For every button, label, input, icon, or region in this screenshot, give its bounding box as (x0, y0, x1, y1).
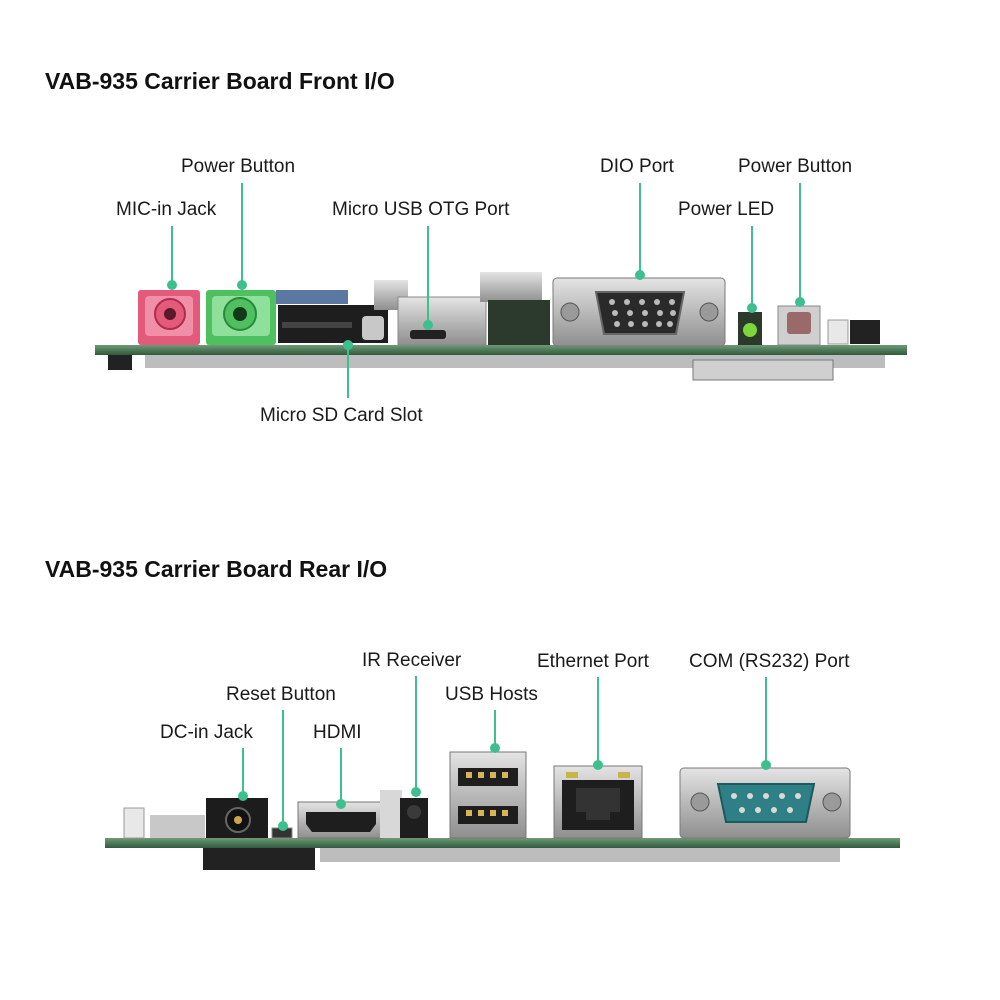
front-label-power-button-left: Power Button (181, 156, 296, 177)
mic-jack (138, 290, 200, 345)
rear-callout-lines (238, 676, 771, 831)
micro-usb-otg-port (374, 280, 487, 346)
rear-label-ethernet: Ethernet Port (537, 651, 649, 672)
front-header-white (827, 319, 849, 345)
front-label-micro-usb-otg: Micro USB OTG Port (332, 199, 510, 220)
power-led (738, 312, 762, 345)
front-underside-bracket (692, 359, 834, 381)
ir-receiver (380, 790, 428, 838)
dc-in-jack (206, 798, 268, 838)
usb-hosts (449, 751, 527, 839)
front-board (95, 272, 907, 381)
front-label-dio-port: DIO Port (600, 156, 674, 177)
front-underside-part (108, 352, 132, 370)
line-out-jack (206, 290, 276, 345)
front-metal-part (480, 272, 542, 302)
rear-label-usb-hosts: USB Hosts (445, 684, 538, 705)
dio-port (552, 277, 726, 347)
rear-io-title: VAB-935 Carrier Board Rear I/O (45, 556, 388, 582)
rear-label-dc-in-jack: DC-in Jack (160, 722, 253, 743)
front-label-mic-in-jack: MIC-in Jack (116, 199, 217, 220)
power-button-right (777, 305, 821, 346)
front-label-power-led: Power LED (678, 199, 775, 220)
front-label-power-button-right: Power Button (738, 156, 853, 177)
rear-underside-block (203, 848, 315, 870)
ethernet-port (553, 765, 643, 839)
rear-pcb (105, 838, 900, 848)
front-capacitor (362, 316, 384, 340)
front-module (276, 290, 348, 304)
rear-board (105, 751, 900, 870)
front-connector-block (488, 300, 550, 345)
com-port (679, 767, 851, 839)
front-header-black (850, 320, 880, 344)
front-callout-lines (167, 183, 805, 398)
rear-label-ir-receiver: IR Receiver (362, 650, 462, 671)
rear-metal-strip (150, 815, 205, 838)
rear-label-reset-button: Reset Button (226, 684, 336, 705)
front-pcb (95, 345, 907, 355)
rear-label-com-port: COM (RS232) Port (689, 651, 850, 672)
rear-underside-strip (320, 848, 840, 862)
rear-label-hdmi: HDMI (313, 722, 362, 743)
rear-header-white (123, 807, 145, 839)
front-io-title: VAB-935 Carrier Board Front I/O (45, 68, 395, 94)
front-label-micro-sd: Micro SD Card Slot (260, 405, 423, 426)
